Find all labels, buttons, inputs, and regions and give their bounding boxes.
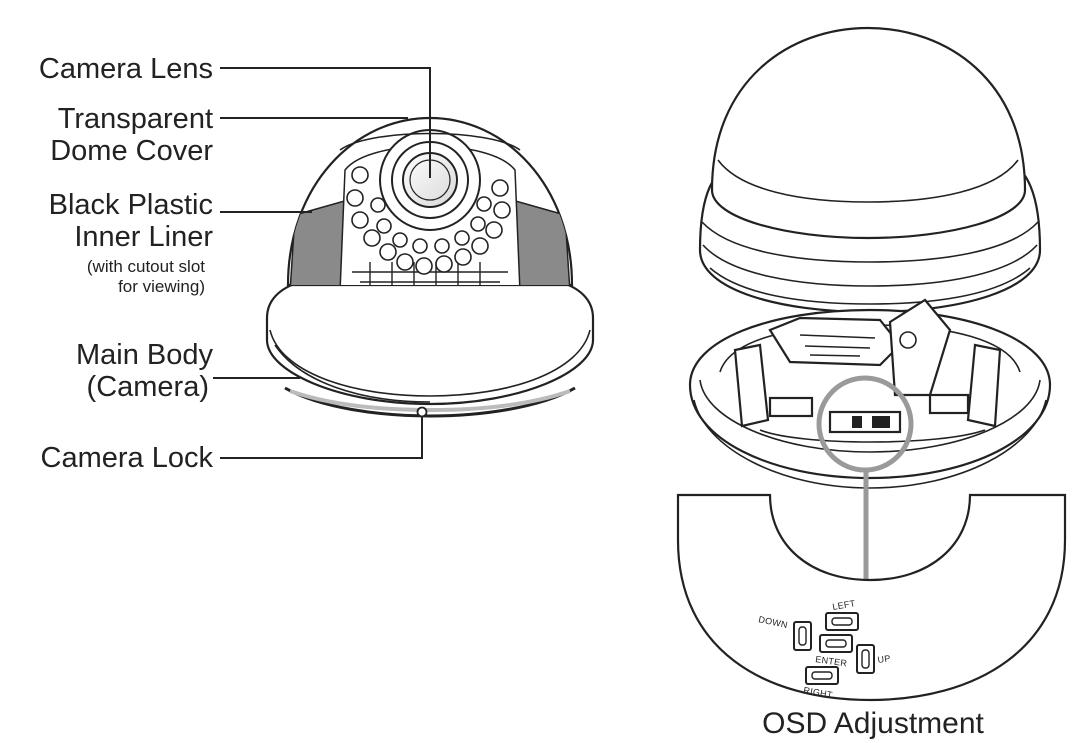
camera-lock-screw [416, 406, 428, 418]
osd-panel [676, 493, 1067, 702]
liner-note-line2: for viewing) [118, 277, 205, 296]
leader-lines-left [213, 67, 431, 459]
osd-up-label: UP [877, 653, 891, 665]
osd-left-label: LEFT [832, 598, 857, 612]
inner-liner-label-line2: Inner Liner [74, 221, 213, 253]
main-body-label-line2: (Camera) [87, 371, 209, 403]
dome-cover-shape [286, 116, 574, 287]
liner-note-line1: (with cutout slot [87, 257, 205, 276]
camera-lock-label: Camera Lock [41, 442, 214, 474]
osd-up-button[interactable] [856, 644, 875, 674]
camera-lens-shape [379, 129, 481, 231]
osd-callout [816, 375, 914, 598]
dome-cover-label-line2: Dome Cover [50, 135, 213, 167]
inner-liner-label-line1: Black Plastic [49, 189, 213, 221]
main-body-shape [265, 280, 595, 418]
osd-enter-label: ENTER [815, 654, 848, 668]
main-body-label-line1: Main Body [76, 339, 214, 371]
osd-right-button[interactable] [805, 666, 839, 685]
dome-cover-label-line1: Transparent [58, 103, 213, 135]
osd-left-button[interactable] [825, 612, 859, 631]
assembled-camera [265, 116, 595, 418]
labels-left: Camera Lens Transparent Dome Cover Black… [39, 53, 214, 474]
camera-lens-label: Camera Lens [39, 53, 213, 85]
exploded-camera: LEFT DOWN ENTER UP RIGHT OSD Adjustment [676, 26, 1067, 740]
osd-adjustment-label: OSD Adjustment [762, 707, 984, 740]
osd-down-button[interactable] [793, 621, 812, 651]
camera-base-internals [688, 298, 1052, 489]
osd-enter-button[interactable] [819, 634, 853, 653]
lifted-dome-cover [698, 26, 1042, 314]
